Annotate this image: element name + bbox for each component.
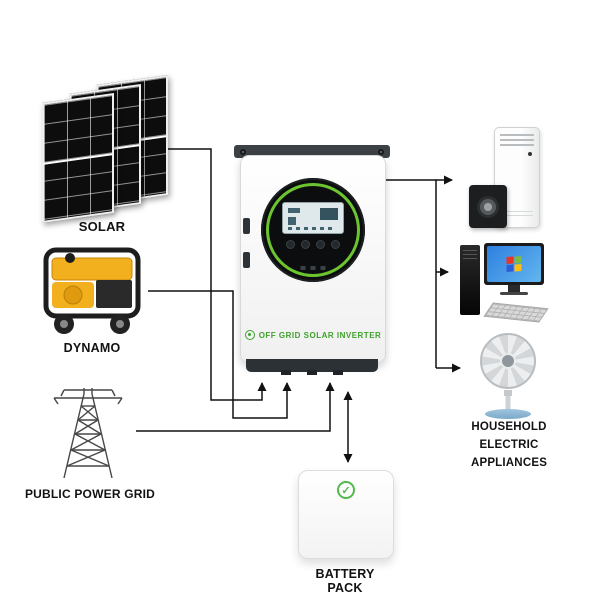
inverter-illustration: OFF GRID SOLAR INVERTER [232, 145, 392, 379]
ac-indicator-light [528, 152, 532, 156]
fan-neck [504, 390, 512, 396]
inverter-green-ring [266, 183, 360, 277]
speaker-illustration [469, 185, 507, 228]
inverter-buttons [286, 240, 340, 249]
connector-solar-to-inverter [166, 148, 267, 401]
appliances-label-line2: ELECTRIC APPLIANCES [470, 438, 548, 469]
solar-panel [42, 92, 114, 224]
inverter-body: OFF GRID SOLAR INVERTER [240, 155, 386, 363]
inverter-logo-icon [244, 330, 255, 340]
inverter-side-tab [243, 252, 250, 268]
battery-pack-illustration: ✓ [298, 470, 394, 559]
inverter-bottom-panel [246, 359, 378, 375]
appliances-label: HOUSEHOLD ELECTRIC APPLIANCES [443, 419, 575, 472]
ac-vent [500, 134, 534, 146]
inverter-indicator-icons [300, 266, 326, 270]
fan-illustration [480, 333, 536, 419]
pc-monitor [484, 243, 544, 285]
connector-dynamo-to-inverter [148, 290, 292, 419]
solar-label: SOLAR [78, 219, 126, 234]
check-glyph: ✓ [341, 484, 351, 497]
connector-inverter-to-appliances-trunk [385, 179, 437, 368]
solar-panels-illustration [42, 74, 172, 224]
inverter-connector-port [333, 370, 343, 375]
inverter-connector-port [281, 370, 291, 375]
windows-logo-icon [506, 255, 522, 273]
dynamo-label: DYNAMO [63, 341, 121, 355]
inverter-side-tab [243, 218, 250, 234]
monitor-base [500, 292, 528, 295]
pc-keyboard [483, 302, 549, 323]
power-grid-tower-illustration [38, 386, 138, 482]
air-conditioner-illustration [494, 127, 540, 228]
pc-screen [487, 246, 541, 282]
screw-icon [378, 149, 384, 155]
fan-base [485, 409, 531, 419]
battery-check-icon: ✓ [337, 481, 355, 499]
appliances-label-line1: HOUSEHOLD [471, 421, 547, 433]
grid-label: PUBLIC POWER GRID [24, 487, 156, 501]
speaker-cone [477, 195, 499, 218]
connector-grid-to-inverter [136, 382, 335, 432]
inverter-display [261, 178, 365, 282]
dynamo-illustration [40, 246, 144, 338]
transmission-tower-icon [53, 388, 123, 479]
inverter-mounting-bracket [234, 145, 390, 158]
battery-label: BATTERY PACK [315, 567, 375, 595]
inverter-connector-port [307, 370, 317, 375]
computer-illustration [460, 243, 552, 325]
monitor-stand [508, 285, 520, 292]
inverter-lcd-screen [282, 202, 344, 234]
generator-icon [43, 247, 141, 334]
inverter-brand-row: OFF GRID SOLAR INVERTER [241, 330, 385, 340]
fan-hub [500, 353, 516, 369]
inverter-brand-text: OFF GRID SOLAR INVERTER [258, 330, 382, 340]
fan-head [480, 333, 536, 389]
fan-pole [505, 396, 511, 409]
screw-icon [240, 149, 246, 155]
pc-tower [460, 245, 480, 315]
